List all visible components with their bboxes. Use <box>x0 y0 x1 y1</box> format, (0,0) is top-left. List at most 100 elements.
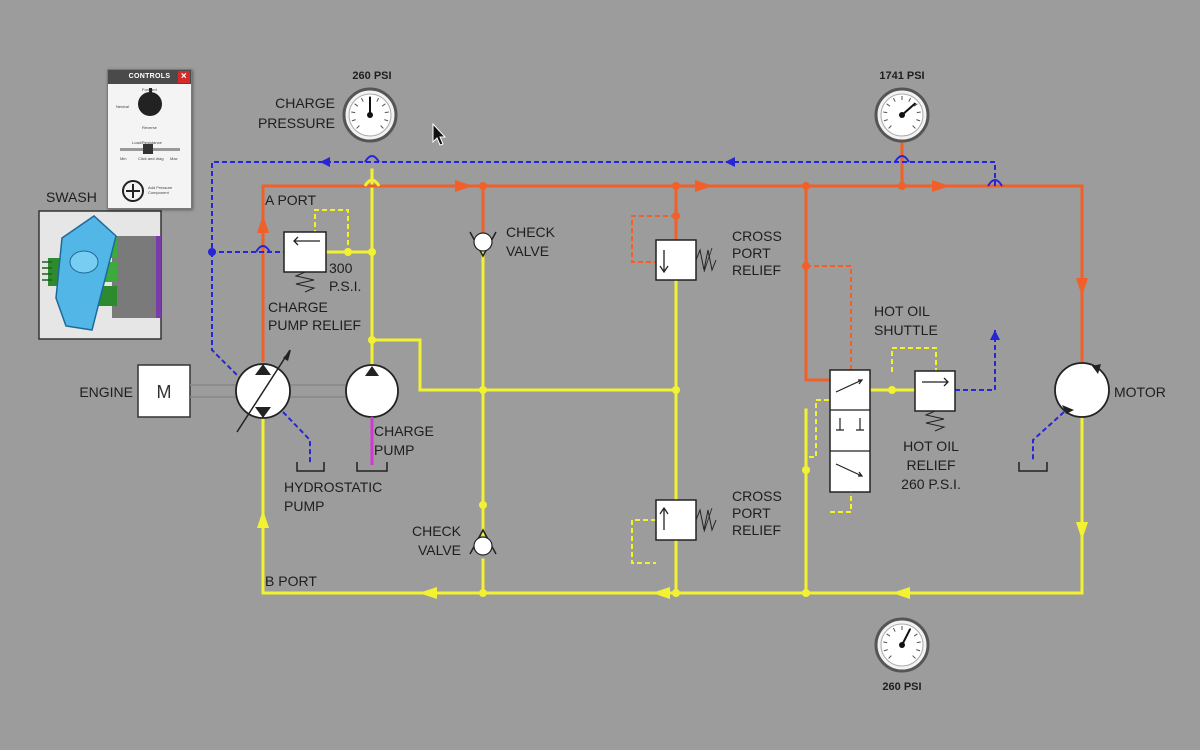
high-pressure-gauge[interactable] <box>874 87 930 143</box>
gauge-tick <box>384 111 389 114</box>
gauge-tick <box>913 103 918 107</box>
gauge-tick <box>381 103 386 107</box>
gauge-tick <box>351 111 356 114</box>
gauge-tick <box>888 655 892 659</box>
hot-oil-shuttle-label-2: SHUTTLE <box>874 322 938 338</box>
cross-port-relief-top-label-2: PORT <box>732 245 771 261</box>
charge-reservoir <box>356 462 388 472</box>
junction-dots <box>208 182 906 597</box>
cross-port-relief-bottom[interactable] <box>655 499 717 541</box>
direction-knob[interactable] <box>138 92 162 116</box>
cross-port-relief-top[interactable] <box>655 239 717 281</box>
motor-label: MOTOR <box>1114 384 1166 400</box>
gauge-tick <box>886 633 891 637</box>
spring-icon <box>924 410 946 432</box>
gauge-tick <box>354 103 359 107</box>
click-drag-label: Click and drag <box>138 156 164 161</box>
engine-label: ENGINE <box>79 384 133 400</box>
diagram-labels: 260 PSI 1741 PSI 260 PSI CHARGE PRESSURE… <box>46 70 1166 693</box>
charge-pressure-label-1: CHARGE <box>275 95 335 111</box>
cross-port-relief-bottom-label-3: RELIEF <box>732 522 781 538</box>
gauge-tick <box>380 125 384 129</box>
controls-panel[interactable]: CONTROLS × Forward Neutral Reverse Load/… <box>107 69 192 209</box>
flow-arrow-a-2 <box>695 180 713 192</box>
charge-pressure-label-2: PRESSURE <box>258 115 335 131</box>
gauge-tick <box>883 119 888 122</box>
check-valve-top[interactable] <box>469 231 497 258</box>
motor-drain-reservoir <box>1018 462 1048 472</box>
cross-port-relief-bottom-label-1: CROSS <box>732 488 782 504</box>
hydrostatic-pump-label-1: HYDROSTATIC <box>284 479 382 495</box>
hot-oil-relief-label-2: RELIEF <box>906 457 955 473</box>
charge-pump-relief-label-1: CHARGE <box>268 299 328 315</box>
min-label: Min <box>120 156 127 161</box>
engine: M <box>137 364 346 418</box>
gauge-tick <box>908 97 912 102</box>
gauge-tick <box>384 119 389 122</box>
flow-arrows <box>257 157 1088 599</box>
charge-relief-setting-1: 300 <box>329 260 353 276</box>
crosshair-caption: Add Pressure Component <box>148 185 173 195</box>
flow-arrow-motor-return <box>1076 522 1088 540</box>
charge-pump-relief-valve[interactable] <box>283 231 327 293</box>
crosshair-icon[interactable] <box>122 180 144 202</box>
pump-coupling-shaft <box>290 384 346 398</box>
swash-plate-view[interactable] <box>38 210 162 340</box>
gauge-tick <box>883 649 888 652</box>
max-label: Max <box>170 156 178 161</box>
gauge-tick <box>913 633 918 637</box>
gauge-tick <box>356 125 360 129</box>
reverse-label: Reverse <box>142 125 157 130</box>
gauge-tick <box>892 627 896 632</box>
hot-oil-shuttle-valve[interactable] <box>829 369 871 493</box>
close-icon[interactable]: × <box>178 71 190 83</box>
check-valve-bottom-label-2: VALVE <box>418 542 461 558</box>
case-drain-lines <box>211 161 1065 463</box>
flow-arrow-drain-2 <box>320 157 330 167</box>
hydrostatic-pump-label-2: PUMP <box>284 498 324 514</box>
mouse-cursor-icon <box>432 122 447 146</box>
spring-icon <box>294 271 316 293</box>
cross-port-relief-top-label-1: CROSS <box>732 228 782 244</box>
charge-pump-label-2: PUMP <box>374 442 414 458</box>
charge-gauge-reading: 260 PSI <box>352 70 391 82</box>
gauge-tick <box>916 119 921 122</box>
low-gauge-reading: 260 PSI <box>882 681 921 693</box>
flow-arrow-pump-in <box>257 510 269 528</box>
controls-title-bar[interactable]: CONTROLS × <box>108 70 191 84</box>
load-slider-thumb[interactable] <box>143 144 153 154</box>
cross-port-relief-top-label-3: RELIEF <box>732 262 781 278</box>
hydrostatic-pump[interactable] <box>235 349 291 433</box>
flow-arrow-pump-up <box>257 215 269 233</box>
gauge-tick <box>912 125 916 129</box>
charge-pump[interactable] <box>345 364 399 465</box>
check-valve-bottom[interactable] <box>469 528 497 556</box>
low-pressure-pilot-lines <box>314 209 937 564</box>
check-valve-top-label-1: CHECK <box>506 224 556 240</box>
charge-manifold-line <box>370 338 678 392</box>
engine-box <box>137 364 191 418</box>
engine-symbol: M <box>157 382 172 402</box>
b-port-label: B PORT <box>265 573 317 589</box>
flow-arrow-drain-1 <box>725 157 735 167</box>
low-pressure-gauge[interactable] <box>874 617 930 673</box>
hot-oil-shuttle-label-1: HOT OIL <box>874 303 930 319</box>
high-pressure-pilot-lines <box>631 215 852 372</box>
gauge-tick <box>360 97 364 102</box>
flow-arrow-drain-up <box>990 330 1000 340</box>
hot-oil-relief-label-1: HOT OIL <box>903 438 959 454</box>
gauge-tick <box>883 641 888 644</box>
hot-oil-relief-valve[interactable] <box>914 370 956 432</box>
flow-arrow-a-3 <box>932 180 950 192</box>
charge-relief-setting-2: P.S.I. <box>329 278 361 294</box>
gauge-tick <box>376 97 380 102</box>
motor[interactable] <box>1054 362 1110 418</box>
gauge-tick <box>916 649 921 652</box>
check-valve-top-label-2: VALVE <box>506 243 549 259</box>
reservoirs <box>296 462 1048 472</box>
flow-arrow-motor-down <box>1076 278 1088 296</box>
charge-pressure-gauge[interactable] <box>342 87 398 143</box>
engine-shaft <box>190 384 238 398</box>
